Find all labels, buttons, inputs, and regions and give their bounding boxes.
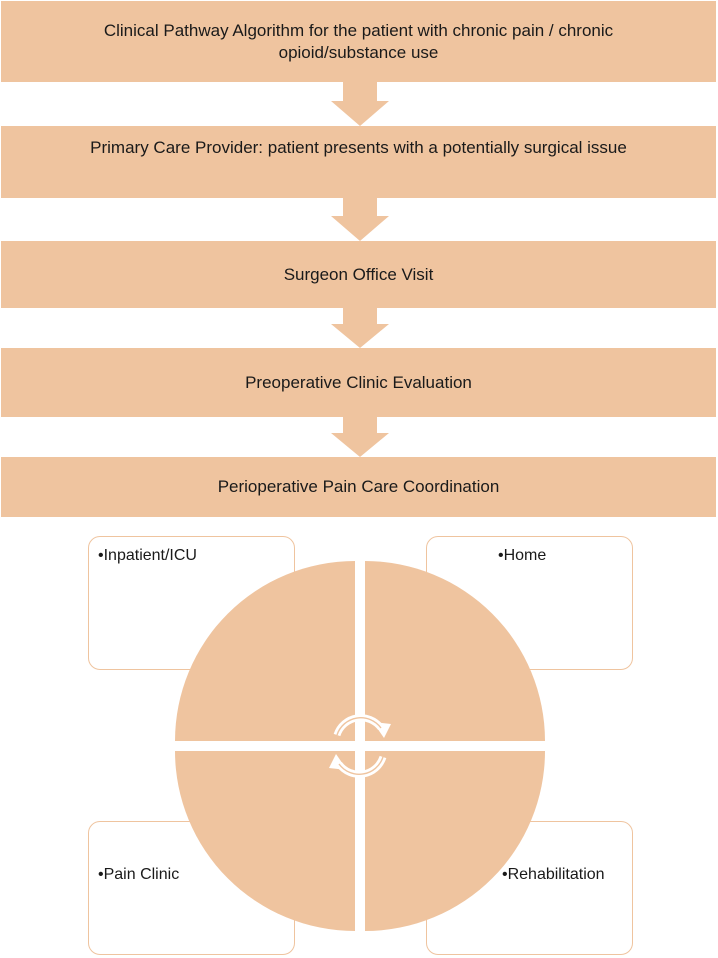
quadrant-bottom-left [175,751,355,931]
step-primary-care-text: Primary Care Provider: patient presents … [90,138,627,157]
step-box-pain-coordination: Perioperative Pain Care Coordination [1,457,716,517]
down-arrow-icon [331,308,389,348]
step-surgeon-visit-text: Surgeon Office Visit [283,264,434,284]
quadrant-top-left [175,561,355,741]
step-pain-coordination-text: Perioperative Pain Care Coordination [217,477,500,496]
setting-label-rehabilitation: •Rehabilitation [502,866,605,883]
step-preop-clinic-text: Preoperative Clinic Evaluation [245,372,472,392]
down-arrow-icon [331,82,389,126]
setting-label-inpatient-icu: •Inpatient/ICU [98,547,197,564]
setting-label-pain-clinic: •Pain Clinic [98,866,180,883]
quadrant-bottom-right [365,751,545,931]
down-arrow-icon [331,417,389,457]
step-box-preop-clinic: Preoperative Clinic Evaluation [1,348,716,417]
step-title-text: Clinical Pathway Algorithm for the patie… [103,20,614,62]
down-arrow-icon [331,198,389,241]
step-box-primary-care: Primary Care Provider: patient presents … [1,126,716,198]
step-box-surgeon-visit: Surgeon Office Visit [1,241,716,308]
quadrant-top-right [365,561,545,741]
setting-label-home: •Home [498,547,547,564]
step-box-title: Clinical Pathway Algorithm for the patie… [1,1,716,82]
cycle-arrowheads-icon [329,722,391,770]
